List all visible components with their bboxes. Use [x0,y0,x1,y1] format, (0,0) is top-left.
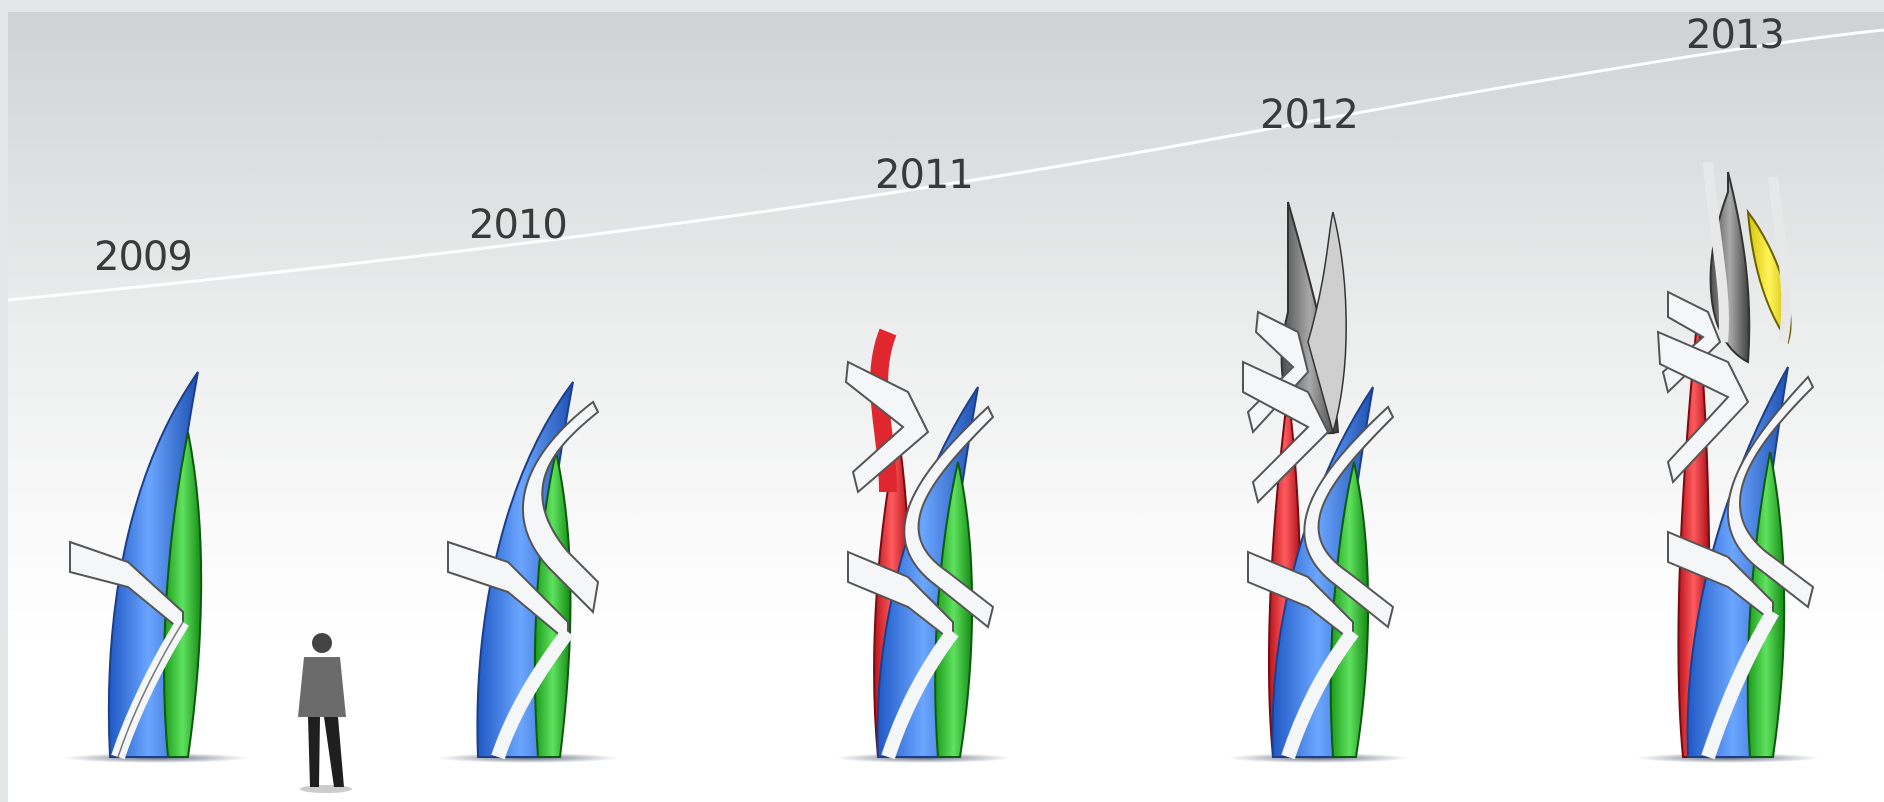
year-label-2009: 2009 [94,234,193,280]
sculpture-2009 [64,371,248,763]
top-frame [0,0,1884,12]
sculpture-2010 [438,381,618,763]
year-label-2011: 2011 [875,152,974,198]
year-label-2013: 2013 [1686,12,1785,58]
sculpture-art [8,28,1884,793]
corner-mark: .. [160,6,166,17]
sculpture-2013 [1636,161,1820,763]
sculpture-2011 [835,328,1011,763]
image-stage: 2009 2010 2011 2012 2013 [8,12,1884,802]
person-figure [298,633,352,793]
sculpture-2012 [1228,201,1408,763]
year-label-2012: 2012 [1260,92,1359,138]
left-frame [0,0,8,802]
timeline-arc [8,28,1884,302]
year-label-2010: 2010 [469,202,568,248]
